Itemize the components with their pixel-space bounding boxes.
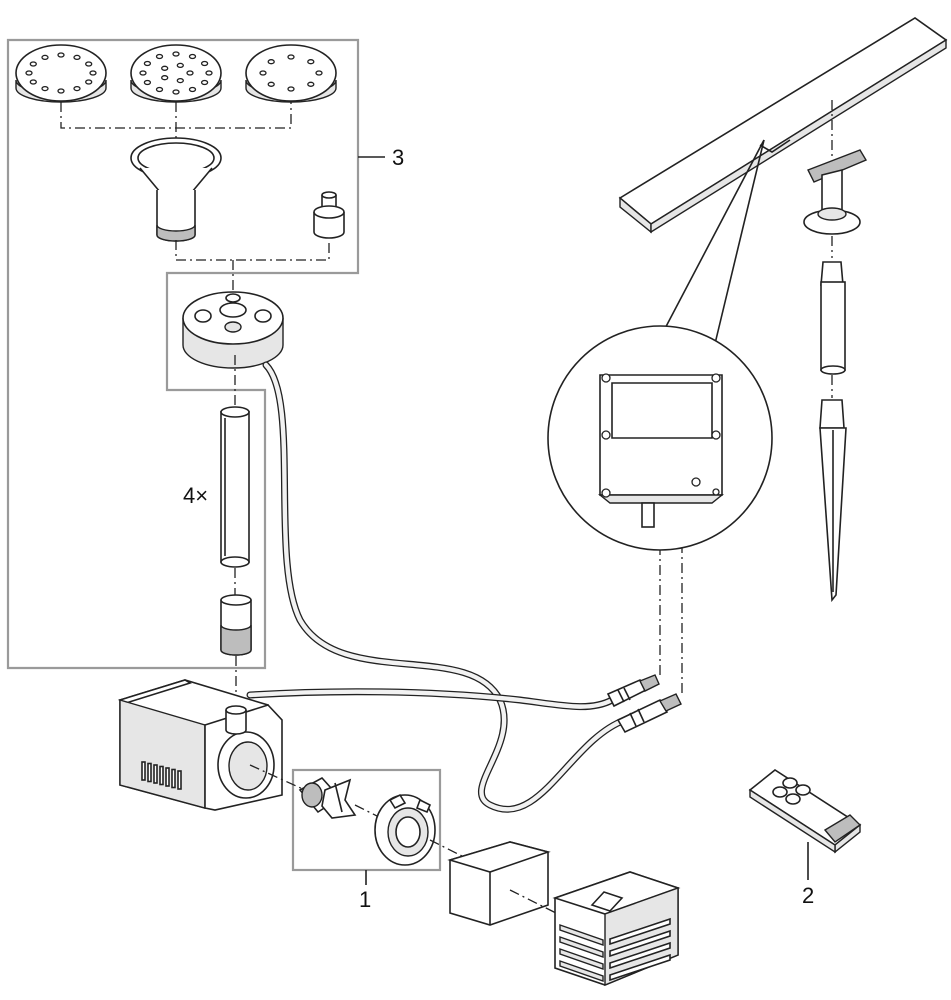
pump-vent-slot	[171, 768, 176, 789]
nozzle-hole	[155, 86, 164, 93]
impeller-cover	[374, 793, 436, 866]
nozzle-hole	[205, 70, 213, 76]
tube-adapter	[220, 594, 252, 656]
junction-box-detail	[547, 139, 773, 551]
callout-2-label: 2	[802, 883, 814, 908]
extension-tube	[220, 406, 250, 568]
housing-slot	[609, 953, 671, 982]
solar-panel	[618, 17, 948, 234]
quantity-label: 4×	[183, 483, 208, 508]
nozzle-hole	[85, 61, 93, 67]
nozzle-hole	[176, 77, 184, 84]
nozzle-hole	[73, 54, 81, 61]
cable-connector-lower	[616, 693, 682, 734]
stand-pole	[820, 261, 846, 375]
nozzle-hole	[188, 53, 197, 60]
housing-slot	[609, 929, 671, 958]
nozzle-hole	[172, 51, 180, 57]
nozzle-hole	[155, 53, 164, 60]
nozzle-hole	[287, 54, 295, 60]
nozzle-hole	[200, 79, 209, 86]
housing-slot	[559, 948, 604, 970]
housing-slot	[559, 960, 604, 982]
impeller	[298, 776, 357, 819]
housing-slot	[559, 936, 604, 958]
nozzle-hole	[259, 70, 267, 76]
callout-3-label: 3	[392, 145, 404, 170]
remote-control	[748, 769, 862, 854]
remote-buttons	[772, 777, 811, 805]
nozzle-hole	[41, 85, 49, 92]
panel-mount	[803, 149, 868, 235]
nozzle-hole	[307, 59, 315, 65]
nozzle-hole	[267, 59, 275, 65]
pump-vent-slot	[177, 770, 182, 790]
nozzle-assembly-line	[175, 240, 330, 300]
nozzle-disc-middle	[130, 44, 222, 103]
nozzle-hole	[307, 81, 315, 87]
ground-spike	[819, 399, 847, 603]
nozzle-hole	[161, 65, 169, 71]
nozzle-hole	[29, 79, 37, 85]
nozzle-hole	[57, 88, 65, 94]
nozzle-hole	[200, 60, 209, 67]
pump-vent-slot	[153, 764, 158, 784]
nozzle-hole	[186, 70, 194, 76]
pump-vent-slot	[159, 765, 164, 786]
nozzle-disc-right	[245, 44, 337, 103]
housing-slot	[609, 917, 671, 946]
foam-filter	[447, 841, 551, 926]
nozzle-hole	[143, 79, 152, 86]
nozzle-hole	[25, 70, 33, 76]
callout-1-label: 1	[359, 887, 371, 912]
nozzle-hole	[188, 86, 197, 93]
nozzle-hole	[85, 79, 93, 85]
pump-vent-slot	[165, 767, 170, 787]
housing-slot	[559, 924, 604, 946]
nozzle-hole	[143, 60, 152, 67]
nozzle-hole	[287, 86, 295, 92]
flow-distributor	[182, 291, 284, 369]
cable	[246, 361, 629, 813]
nozzle-disc-left	[15, 44, 107, 103]
nozzle-hole	[41, 54, 49, 61]
nozzle-hole	[172, 89, 180, 95]
nozzle-hole	[139, 70, 147, 76]
jet-nozzle	[313, 191, 345, 239]
pump	[117, 679, 283, 811]
filter-axis-line	[509, 889, 561, 916]
pump-vent-slot	[147, 762, 152, 783]
nozzle-hole	[29, 61, 37, 67]
pump-vent-slot	[141, 761, 146, 781]
nozzle-hole	[315, 70, 323, 76]
funnel-nozzle	[130, 137, 222, 242]
filter-housing	[552, 871, 681, 987]
nozzle-group-frame	[6, 38, 360, 670]
cable-connector-upper	[606, 674, 660, 708]
nozzle-hole	[161, 75, 169, 81]
nozzle-hole	[89, 70, 97, 76]
nozzle-hole	[176, 62, 184, 69]
nozzle-hole	[267, 81, 275, 87]
nozzle-hole	[73, 85, 81, 92]
nozzle-hole	[57, 52, 65, 58]
housing-slot	[609, 941, 671, 970]
